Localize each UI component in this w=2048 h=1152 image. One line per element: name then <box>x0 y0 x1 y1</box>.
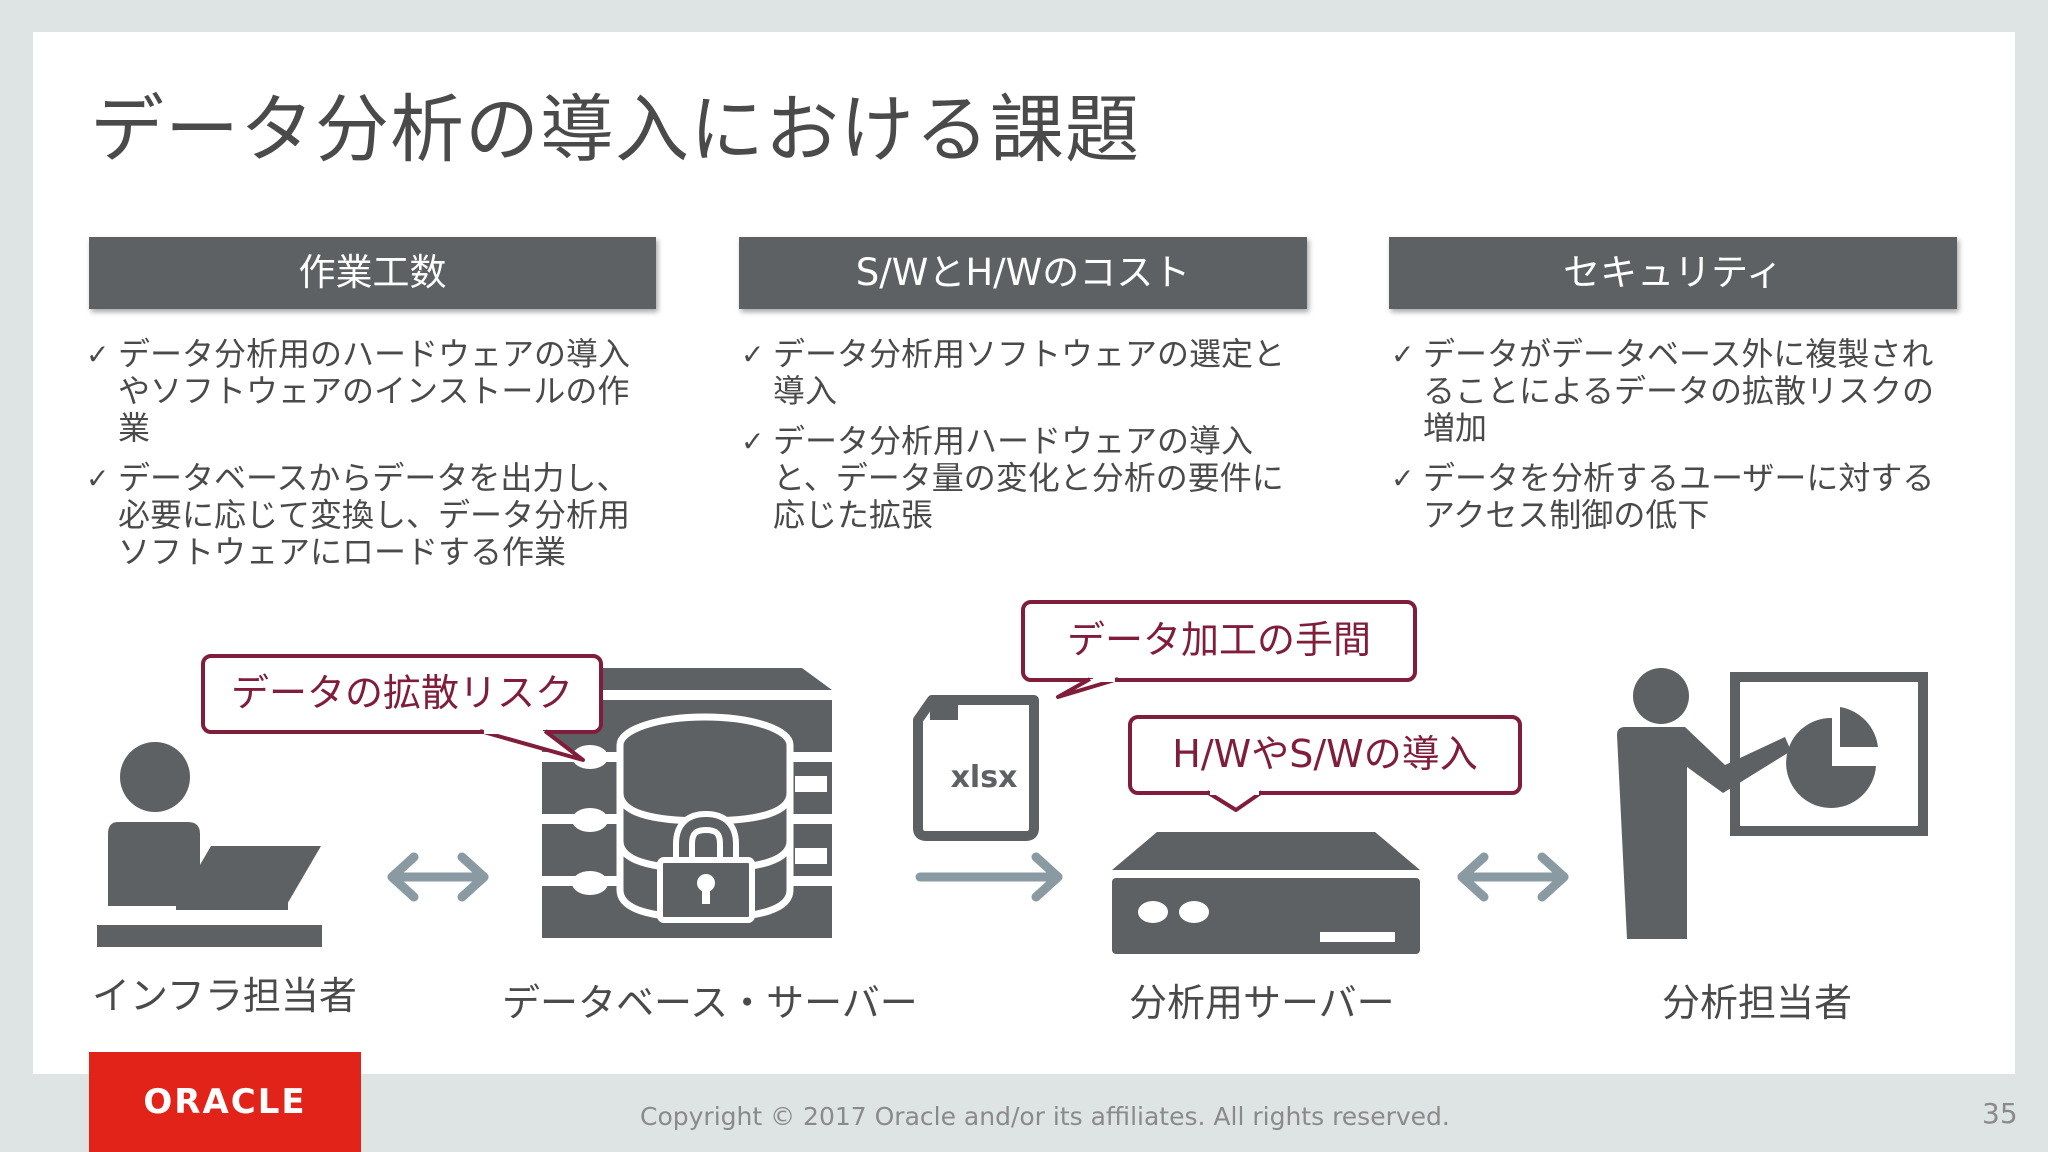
list-item: ✓データ分析用ハードウェアの導入と、データ量の変化と分析の要件に応じた拡張 <box>741 422 1284 534</box>
check-icon: ✓ <box>741 338 765 371</box>
oracle-logo: ORACLE <box>89 1052 361 1152</box>
check-icon: ✓ <box>86 462 110 495</box>
check-icon: ✓ <box>86 338 110 371</box>
actor-label-analyst: 分析担当者 <box>1662 981 1853 1025</box>
database-server-icon <box>542 668 832 938</box>
analyst-presenting-icon <box>1617 668 1928 939</box>
infra-person-icon <box>97 742 322 947</box>
category-list-security: ✓データがデータベース外に複製されることによるデータの拡散リスクの増加 ✓データ… <box>1391 336 1956 547</box>
category-list-cost: ✓データ分析用ソフトウェアの選定と導入 ✓データ分析用ハードウェアの導入と、デー… <box>741 336 1296 547</box>
page-number: 35 <box>1982 1097 2018 1130</box>
callout-hw-sw: H/WやS/Wの導入 <box>1128 715 1522 795</box>
list-item: ✓データベースからデータを出力し、必要に応じて変換し、データ分析用ソフトウェアに… <box>86 459 631 571</box>
check-icon: ✓ <box>741 425 765 458</box>
actor-label-analysis-server: 分析用サーバー <box>1129 981 1395 1025</box>
category-list-effort: ✓データ分析用のハードウェアの導入やソフトウェアのインストールの作業 ✓データベ… <box>86 336 656 584</box>
double-arrow-icon <box>387 852 489 902</box>
file-label: xlsx <box>950 760 1018 795</box>
slide-title: データ分析の導入における課題 <box>90 87 1140 173</box>
actor-label-infra: インフラ担当者 <box>92 974 357 1018</box>
check-icon: ✓ <box>1391 462 1415 495</box>
callout-spread-risk: データの拡散リスク <box>201 654 603 734</box>
actor-label-db-server: データベース・サーバー <box>502 981 918 1025</box>
list-item: ✓データがデータベース外に複製されることによるデータの拡散リスクの増加 <box>1391 335 1935 447</box>
copyright-text: Copyright © 2017 Oracle and/or its affil… <box>640 1102 1450 1131</box>
lock-icon <box>657 810 755 923</box>
check-icon: ✓ <box>1391 338 1415 371</box>
list-item: ✓データを分析するユーザーに対するアクセス制御の低下 <box>1391 459 1935 534</box>
double-arrow-icon <box>1457 852 1569 902</box>
list-item: ✓データ分析用ソフトウェアの選定と導入 <box>741 335 1286 410</box>
category-header-cost: S/WとH/Wのコスト <box>739 237 1307 309</box>
category-header-security: セキュリティ <box>1389 237 1957 309</box>
xlsx-file-icon <box>913 695 1039 841</box>
callout-processing: データ加工の手間 <box>1021 600 1417 682</box>
right-arrow-icon <box>915 852 1063 902</box>
analysis-server-icon <box>1112 832 1420 954</box>
category-header-effort: 作業工数 <box>89 237 656 309</box>
list-item: ✓データ分析用のハードウェアの導入やソフトウェアのインストールの作業 <box>86 335 631 447</box>
